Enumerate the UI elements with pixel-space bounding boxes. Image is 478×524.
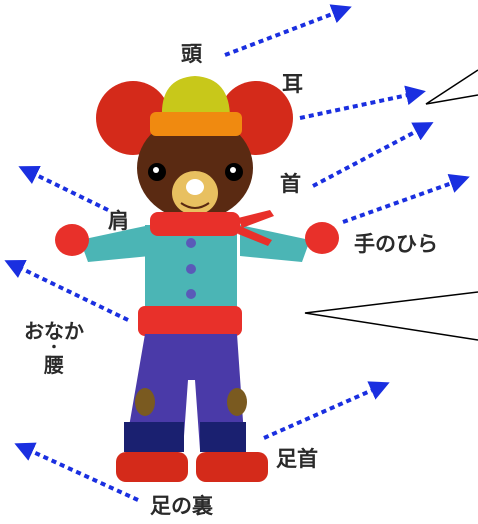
callouts (304, 69, 478, 341)
arrows (4, 4, 470, 502)
label-waist: 腰 (44, 353, 64, 377)
arrow-ankle (263, 381, 390, 440)
belt (138, 306, 242, 336)
knee-patch-left (135, 388, 155, 416)
buttons (186, 238, 196, 299)
arms (55, 222, 339, 262)
callout-middle (304, 291, 478, 341)
nose (186, 179, 204, 195)
arrow-palm (342, 173, 470, 224)
label-belly: おなか (24, 319, 84, 343)
pants (124, 334, 247, 452)
hat (150, 76, 242, 136)
face (137, 116, 253, 220)
label-shoulder: 肩 (108, 209, 129, 233)
label-palm: 手のひら (354, 232, 438, 256)
hat-brim (150, 112, 242, 136)
label-ear: 耳 (282, 72, 303, 96)
arrow-head (224, 4, 352, 57)
arrow-shoulder (18, 166, 109, 212)
shoes (116, 452, 268, 482)
label-head: 頭 (181, 42, 202, 66)
label-neck: 首 (280, 172, 301, 196)
left-shoe (116, 452, 188, 482)
hat-crown (161, 76, 230, 118)
scarf (150, 210, 274, 246)
knee-patch-right (227, 388, 247, 416)
arrow-ear (299, 85, 426, 120)
arrow-neck (312, 122, 434, 188)
label-sole: 足の裏 (150, 494, 213, 518)
callout-top (425, 69, 478, 105)
right-shoe (196, 452, 268, 482)
left-mitten (55, 224, 89, 256)
label-ankle: 足首 (276, 447, 318, 471)
label-belly-waist: おなか ・ 腰 (6, 321, 102, 375)
arrow-belly (4, 259, 129, 322)
right-mitten (305, 222, 339, 254)
label-separator: ・ (47, 340, 61, 356)
bear-face (137, 116, 253, 220)
arrow-sole (14, 442, 139, 502)
